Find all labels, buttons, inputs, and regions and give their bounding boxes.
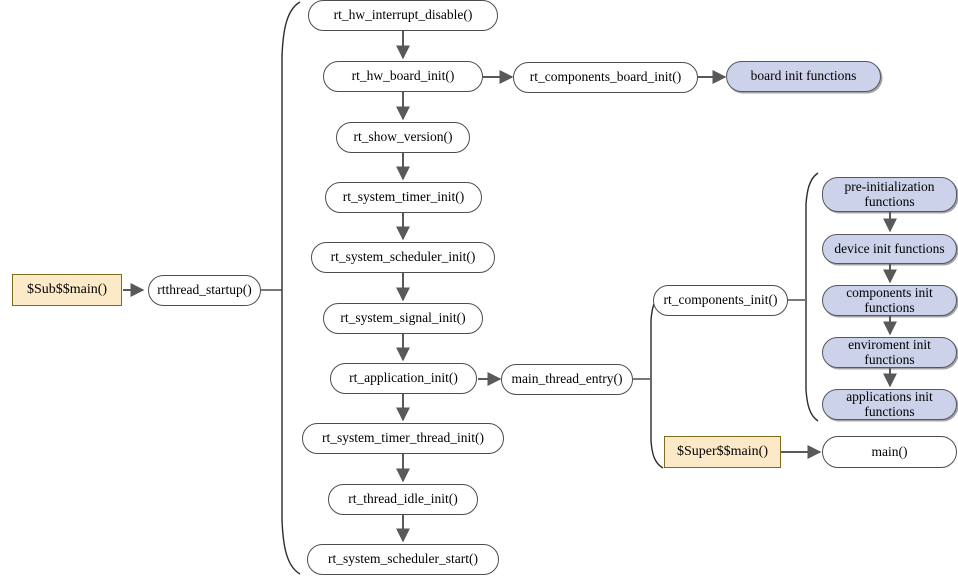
node-board-init-functions[interactable]: board init functions [726, 61, 881, 92]
node-rt-system-scheduler-start[interactable]: rt_system_scheduler_start() [307, 544, 499, 575]
node-rt-system-scheduler-init[interactable]: rt_system_scheduler_init() [311, 242, 495, 273]
node-rt-system-signal-init[interactable]: rt_system_signal_init() [323, 303, 483, 334]
node-device-init-functions[interactable]: device init functions [822, 234, 957, 264]
node-rt-system-timer-thread-init[interactable]: rt_system_timer_thread_init() [302, 423, 504, 454]
node-main-thread-entry[interactable]: main_thread_entry() [501, 364, 633, 395]
node-main[interactable]: main() [822, 436, 957, 468]
node-rt-application-init[interactable]: rt_application_init() [330, 363, 477, 394]
node-pre-initialization-functions[interactable]: pre-initialization functions [822, 177, 957, 212]
node-rt-show-version[interactable]: rt_show_version() [336, 122, 470, 153]
brace-startup-chain [281, 1, 301, 575]
node-applications-init-functions[interactable]: applications init functions [822, 389, 957, 420]
node-rt-hw-board-init[interactable]: rt_hw_board_init() [323, 61, 483, 92]
node-rt-components-board-init[interactable]: rt_components_board_init() [513, 62, 698, 93]
node-rt-components-init[interactable]: rt_components_init() [653, 285, 788, 316]
node-sub-main[interactable]: $Sub$$main() [12, 274, 122, 306]
brace-components-init [788, 172, 819, 422]
node-rt-hw-interrupt-disable[interactable]: rt_hw_interrupt_disable() [308, 0, 498, 31]
node-super-main[interactable]: $Super$$main() [664, 436, 781, 468]
brace-main-thread-entry [633, 292, 664, 469]
node-rt-thread-idle-init[interactable]: rt_thread_idle_init() [328, 484, 478, 515]
node-enviroment-init-functions[interactable]: enviroment init functions [822, 337, 957, 368]
node-components-init-functions[interactable]: components init functions [822, 285, 957, 316]
node-rt-system-timer-init[interactable]: rt_system_timer_init() [325, 182, 482, 213]
node-rtthread-startup[interactable]: rtthread_startup() [148, 275, 261, 306]
